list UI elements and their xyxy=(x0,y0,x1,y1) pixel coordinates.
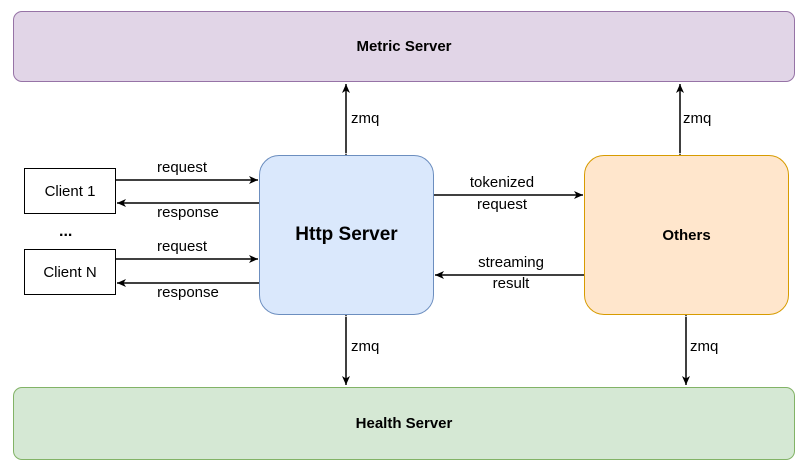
others-node: Others xyxy=(584,155,789,315)
metric-server-label: Metric Server xyxy=(356,38,452,55)
streaming-label-line1: streaming xyxy=(478,254,544,271)
client1-request-label: request xyxy=(156,159,208,176)
client1-response-label: response xyxy=(157,204,219,221)
zmq-http-health-label: zmq xyxy=(351,338,380,355)
zmq-others-metric-label: zmq xyxy=(683,110,712,127)
health-server-node: Health Server xyxy=(13,387,795,460)
health-server-label: Health Server xyxy=(355,415,453,432)
client-1-label: Client 1 xyxy=(44,182,96,200)
clientn-response-label: response xyxy=(157,284,219,301)
zmq-others-health-label: zmq xyxy=(690,338,719,355)
metric-server-node: Metric Server xyxy=(13,11,795,82)
http-server-label: Http Server xyxy=(295,224,398,245)
http-server-node: Http Server xyxy=(259,155,434,315)
clientn-request-label: request xyxy=(156,238,208,255)
streaming-label-line2: result xyxy=(492,275,530,292)
tokenized-label-line2: request xyxy=(476,196,528,213)
client-1-node: Client 1 xyxy=(24,168,116,214)
client-n-node: Client N xyxy=(24,249,116,295)
client-n-label: Client N xyxy=(43,263,97,281)
tokenized-label-line1: tokenized xyxy=(469,174,535,191)
zmq-http-metric-label: zmq xyxy=(351,110,380,127)
clients-ellipsis: ... xyxy=(59,223,73,240)
others-label: Others xyxy=(662,226,711,244)
